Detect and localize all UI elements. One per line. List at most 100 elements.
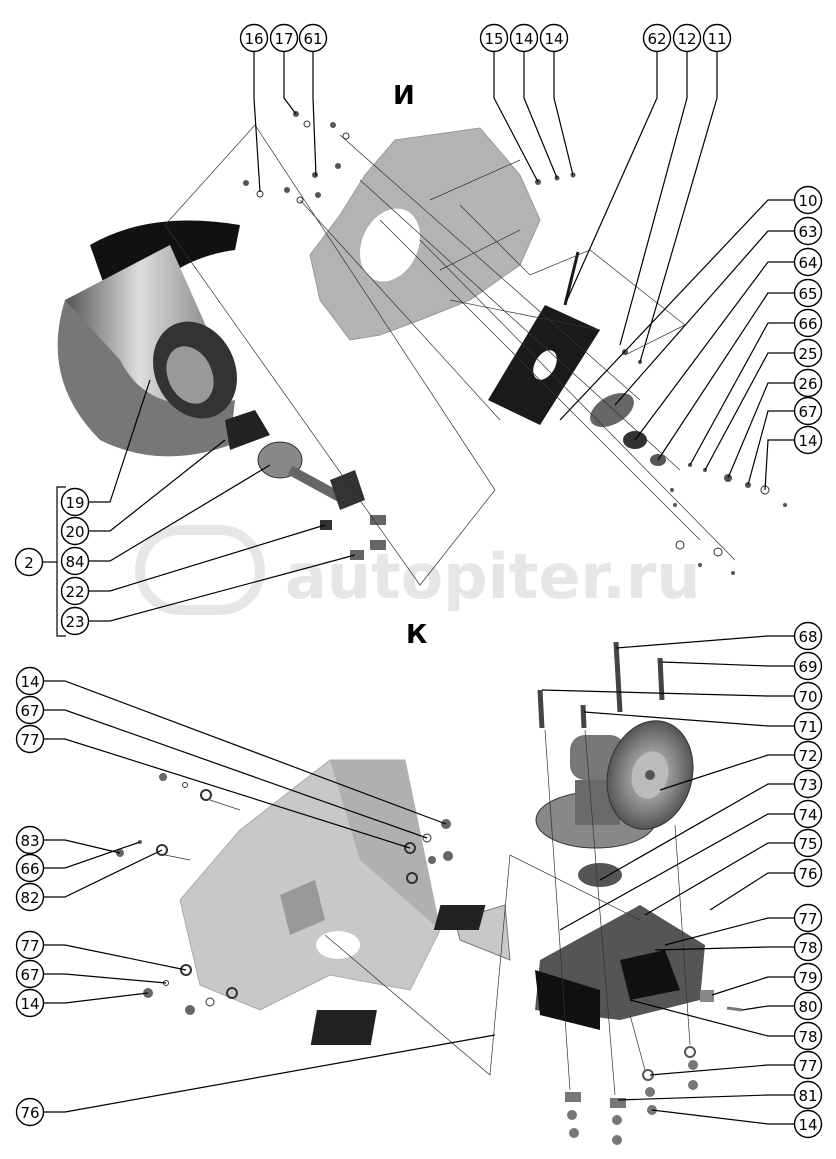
callout-lower-14: 14	[15, 988, 45, 1018]
leader-line	[664, 917, 795, 946]
leader-line	[88, 524, 326, 592]
callout-circle	[60, 516, 90, 546]
callout-number: 22	[65, 583, 84, 601]
leader-line	[88, 554, 356, 622]
callout-lower-76: 76	[15, 1097, 45, 1127]
callout-circle	[15, 825, 45, 855]
callout-circle	[672, 23, 702, 53]
callout-lower-77: 77	[793, 1050, 823, 1080]
callout-number: 19	[65, 494, 84, 512]
callout-number: 72	[798, 747, 817, 765]
leader-line	[88, 379, 151, 503]
callout-circle	[60, 487, 90, 517]
callout-number: 25	[798, 345, 817, 363]
section-label-lower: К	[406, 620, 427, 650]
callout-lower-78: 78	[793, 1021, 823, 1051]
callout-number: 77	[20, 731, 39, 749]
leader-line	[43, 973, 167, 984]
watermark-text: autopiter.ru	[285, 540, 701, 613]
leader-line	[614, 230, 795, 406]
leader-line	[43, 839, 121, 854]
callout-upper-15: 15	[479, 23, 509, 53]
callout-upper-84: 84	[60, 546, 90, 576]
callout-circle	[15, 724, 45, 754]
callout-upper-61: 61	[298, 23, 328, 53]
callout-number: 62	[647, 30, 666, 48]
housing	[179, 759, 441, 1011]
callout-lower-79: 79	[793, 962, 823, 992]
callout-number: 26	[798, 375, 817, 393]
leader-line	[659, 754, 795, 791]
callout-number: 2	[24, 554, 34, 572]
callout-lower-70: 70	[793, 681, 823, 711]
leader-line	[634, 261, 795, 441]
leader-line	[644, 842, 795, 916]
callout-lower-73: 73	[793, 769, 823, 799]
callout-number: 76	[20, 1104, 39, 1122]
callout-number: 75	[798, 835, 817, 853]
watermark: autopiter.ru	[135, 525, 701, 615]
callout-circle	[793, 681, 823, 711]
section-label-upper: И	[393, 81, 415, 111]
callout-number: 20	[65, 523, 84, 541]
assembly-lines-upper	[164, 124, 736, 586]
gearbox-pulley	[535, 720, 694, 887]
callout-number: 12	[677, 30, 696, 48]
leader-line	[704, 352, 795, 471]
callout-upper-62: 62	[642, 23, 672, 53]
callout-circle	[793, 338, 823, 368]
leader-line	[639, 51, 718, 363]
callout-lower-77: 77	[15, 930, 45, 960]
callout-circle	[793, 1109, 823, 1139]
callout-number: 84	[65, 553, 84, 571]
hub-shaft	[225, 410, 386, 560]
callout-number: 14	[798, 432, 817, 450]
leader-line	[617, 1094, 795, 1101]
leader-line	[283, 51, 297, 115]
leader-line	[741, 1005, 795, 1011]
callout-number: 14	[20, 673, 39, 691]
leader-line	[651, 1109, 795, 1125]
callout-circle	[15, 882, 45, 912]
callout-circle	[509, 23, 539, 53]
callout-circle	[60, 606, 90, 636]
callout-circle	[642, 23, 672, 53]
leader-line	[747, 410, 795, 486]
callout-circle	[793, 962, 823, 992]
callout-lower-76: 76	[793, 858, 823, 888]
callout-number: 81	[798, 1087, 817, 1105]
leader-line	[615, 635, 795, 649]
callout-upper-20: 20	[60, 516, 90, 546]
callout-circle	[15, 695, 45, 725]
callout-lower-69: 69	[793, 651, 823, 681]
callout-circle	[15, 959, 45, 989]
callout-upper-2: 2	[14, 547, 44, 577]
callout-upper-14: 14	[509, 23, 539, 53]
leader-line	[88, 439, 226, 532]
leader-line	[764, 439, 795, 491]
leader-line	[649, 1064, 795, 1076]
callout-upper-12: 12	[672, 23, 702, 53]
callout-number: 11	[707, 30, 726, 48]
callout-number: 79	[798, 969, 817, 987]
callout-circle	[793, 799, 823, 829]
callout-number: 67	[20, 702, 39, 720]
callout-circle	[793, 651, 823, 681]
callout-circle	[793, 740, 823, 770]
leader-line	[312, 51, 317, 177]
callout-number: 69	[798, 658, 817, 676]
callout-lower-71: 71	[793, 711, 823, 741]
leader-line	[43, 738, 411, 849]
callout-circle	[793, 425, 823, 455]
callout-upper-67: 67	[793, 396, 823, 426]
callout-number: 65	[798, 285, 817, 303]
callout-number: 80	[798, 998, 817, 1016]
hardware-lower-right	[565, 1046, 698, 1145]
callout-number: 83	[20, 832, 39, 850]
callout-circle	[793, 932, 823, 962]
leader-line	[654, 946, 795, 951]
leader-line	[559, 199, 795, 421]
leader-line	[253, 51, 261, 193]
leader-line	[566, 51, 658, 301]
callout-number: 78	[798, 1028, 817, 1046]
